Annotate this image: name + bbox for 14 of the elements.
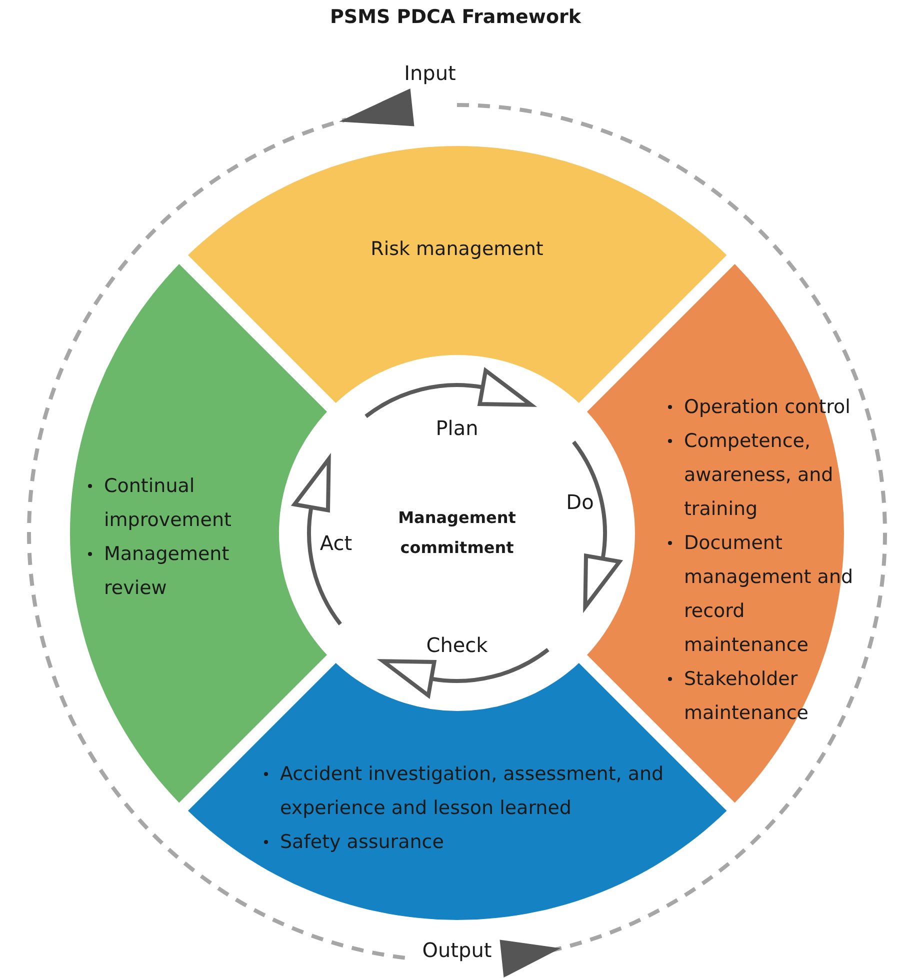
output-label: Output — [422, 938, 492, 962]
list-item-text: Safety assurance — [280, 830, 444, 855]
list-item-text: Continual improvement — [104, 474, 232, 533]
phase-label: Plan — [436, 416, 478, 440]
center-label: Management commitment — [397, 507, 517, 559]
input-label: Input — [404, 61, 456, 85]
segment-label: Risk management — [370, 237, 544, 262]
list-item-text: Competence, awareness, and training — [684, 428, 834, 522]
list-item-text: Management review — [104, 542, 230, 601]
phase-label: Do — [566, 490, 594, 514]
list-item-text: Accident investigation, assessment, and experience and lesson learned — [280, 762, 665, 821]
phase-label: Check — [426, 633, 488, 657]
diagram-title: PSMS PDCA Framework — [328, 6, 582, 28]
phase-label: Act — [320, 531, 352, 555]
